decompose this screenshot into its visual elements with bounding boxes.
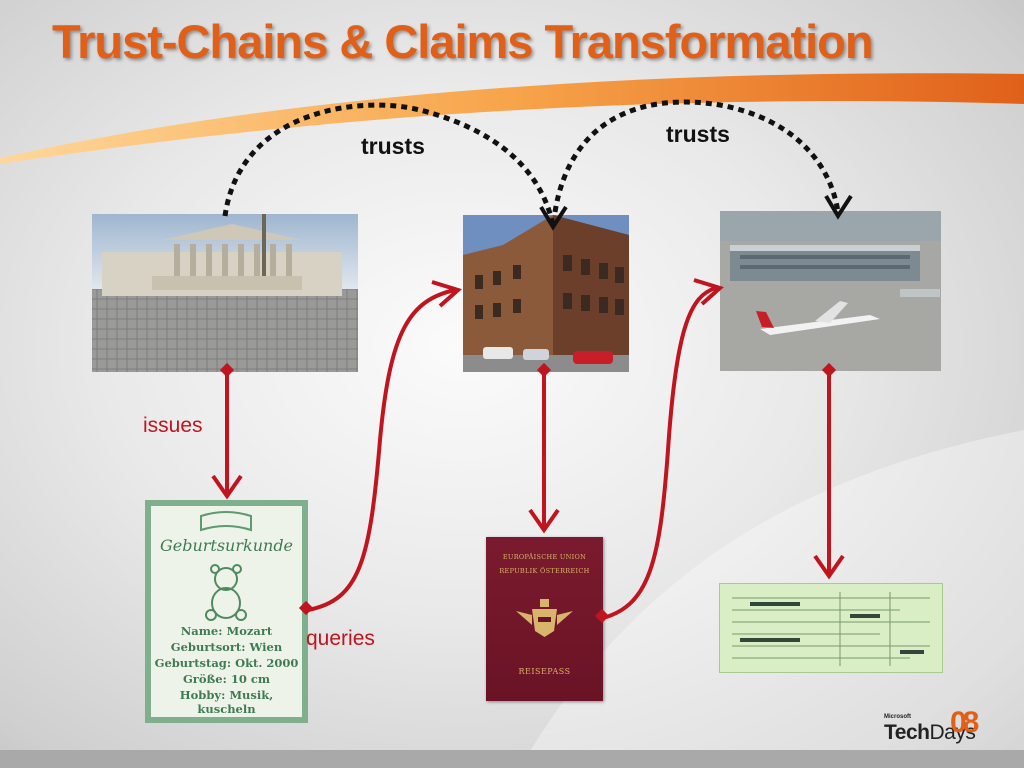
ticket-lines	[732, 592, 930, 666]
birth-certificate: Geburtsurkunde Name: Mozart Geburtsort: …	[145, 500, 308, 723]
parliament-image	[92, 214, 358, 372]
issue-arrow-3-head	[813, 554, 845, 580]
issue-arrow-3-start	[821, 362, 837, 378]
certificate-line-birthplace: Geburtsort: Wien	[170, 640, 283, 654]
query-arrow-2	[602, 286, 717, 620]
certificate-line-birthday: Geburtstag: Okt. 2000	[154, 656, 299, 670]
issue-arrow-1-head	[211, 474, 243, 500]
airport-image	[720, 211, 941, 371]
trusts-arc-left	[222, 102, 556, 226]
issue-arrow-1-start	[219, 362, 235, 378]
certificate-title: Geburtsurkunde	[159, 536, 294, 555]
trusts-label-right: trusts	[666, 121, 730, 147]
techdays-logo: Microsoft TechDays 08	[884, 706, 990, 746]
logo-microsoft-text: Microsoft	[884, 714, 911, 720]
trusts-arc-right	[552, 99, 841, 213]
certificate-line-name: Name: Mozart	[180, 624, 273, 638]
boarding-pass	[719, 583, 943, 673]
teddy-bear-icon	[205, 564, 247, 621]
issue-arrow-2-head	[528, 508, 560, 534]
logo-name-bold: Tech	[884, 721, 930, 744]
office-picture	[463, 215, 629, 372]
logo-name: TechDays	[884, 721, 976, 745]
query-arrow-2-start	[594, 608, 610, 624]
issue-arrow-2-start	[536, 362, 552, 378]
issues-label: issues	[143, 414, 203, 437]
query-arrow-1-start	[298, 600, 314, 616]
bottom-bar	[0, 750, 1024, 768]
passport-union-text: EUROPÄISCHE UNION	[502, 553, 587, 561]
office-image	[463, 215, 629, 372]
parliament-picture	[92, 214, 358, 372]
eagle-emblem-icon	[516, 599, 573, 637]
airport-picture	[720, 211, 941, 371]
certificate-line-hobby: Hobby: Musik, kuscheln	[179, 688, 274, 716]
trusts-arc-left-arrowhead	[539, 205, 568, 231]
query-arrow-2-head	[693, 278, 724, 306]
logo-name-thin: Days	[929, 721, 976, 744]
logo-number: 08	[950, 706, 979, 739]
passport: EUROPÄISCHE UNION REPUBLIK ÖSTERREICH RE…	[486, 537, 603, 701]
passport-title: REISEPASS	[518, 667, 571, 676]
trusts-label-left: trusts	[361, 133, 425, 159]
trusts-arc-right-arrowhead	[824, 194, 853, 220]
passport-republic-text: REPUBLIK ÖSTERREICH	[499, 567, 590, 575]
orange-swoosh	[0, 73, 1024, 164]
query-arrow-1-head	[431, 280, 462, 308]
query-arrow-1	[307, 288, 456, 612]
scroll-icon	[200, 511, 252, 532]
queries-label: queries	[306, 627, 375, 650]
slide-title: Trust-Chains & Claims Transformation	[52, 15, 874, 68]
certificate-line-size: Größe: 10 cm	[182, 672, 271, 686]
